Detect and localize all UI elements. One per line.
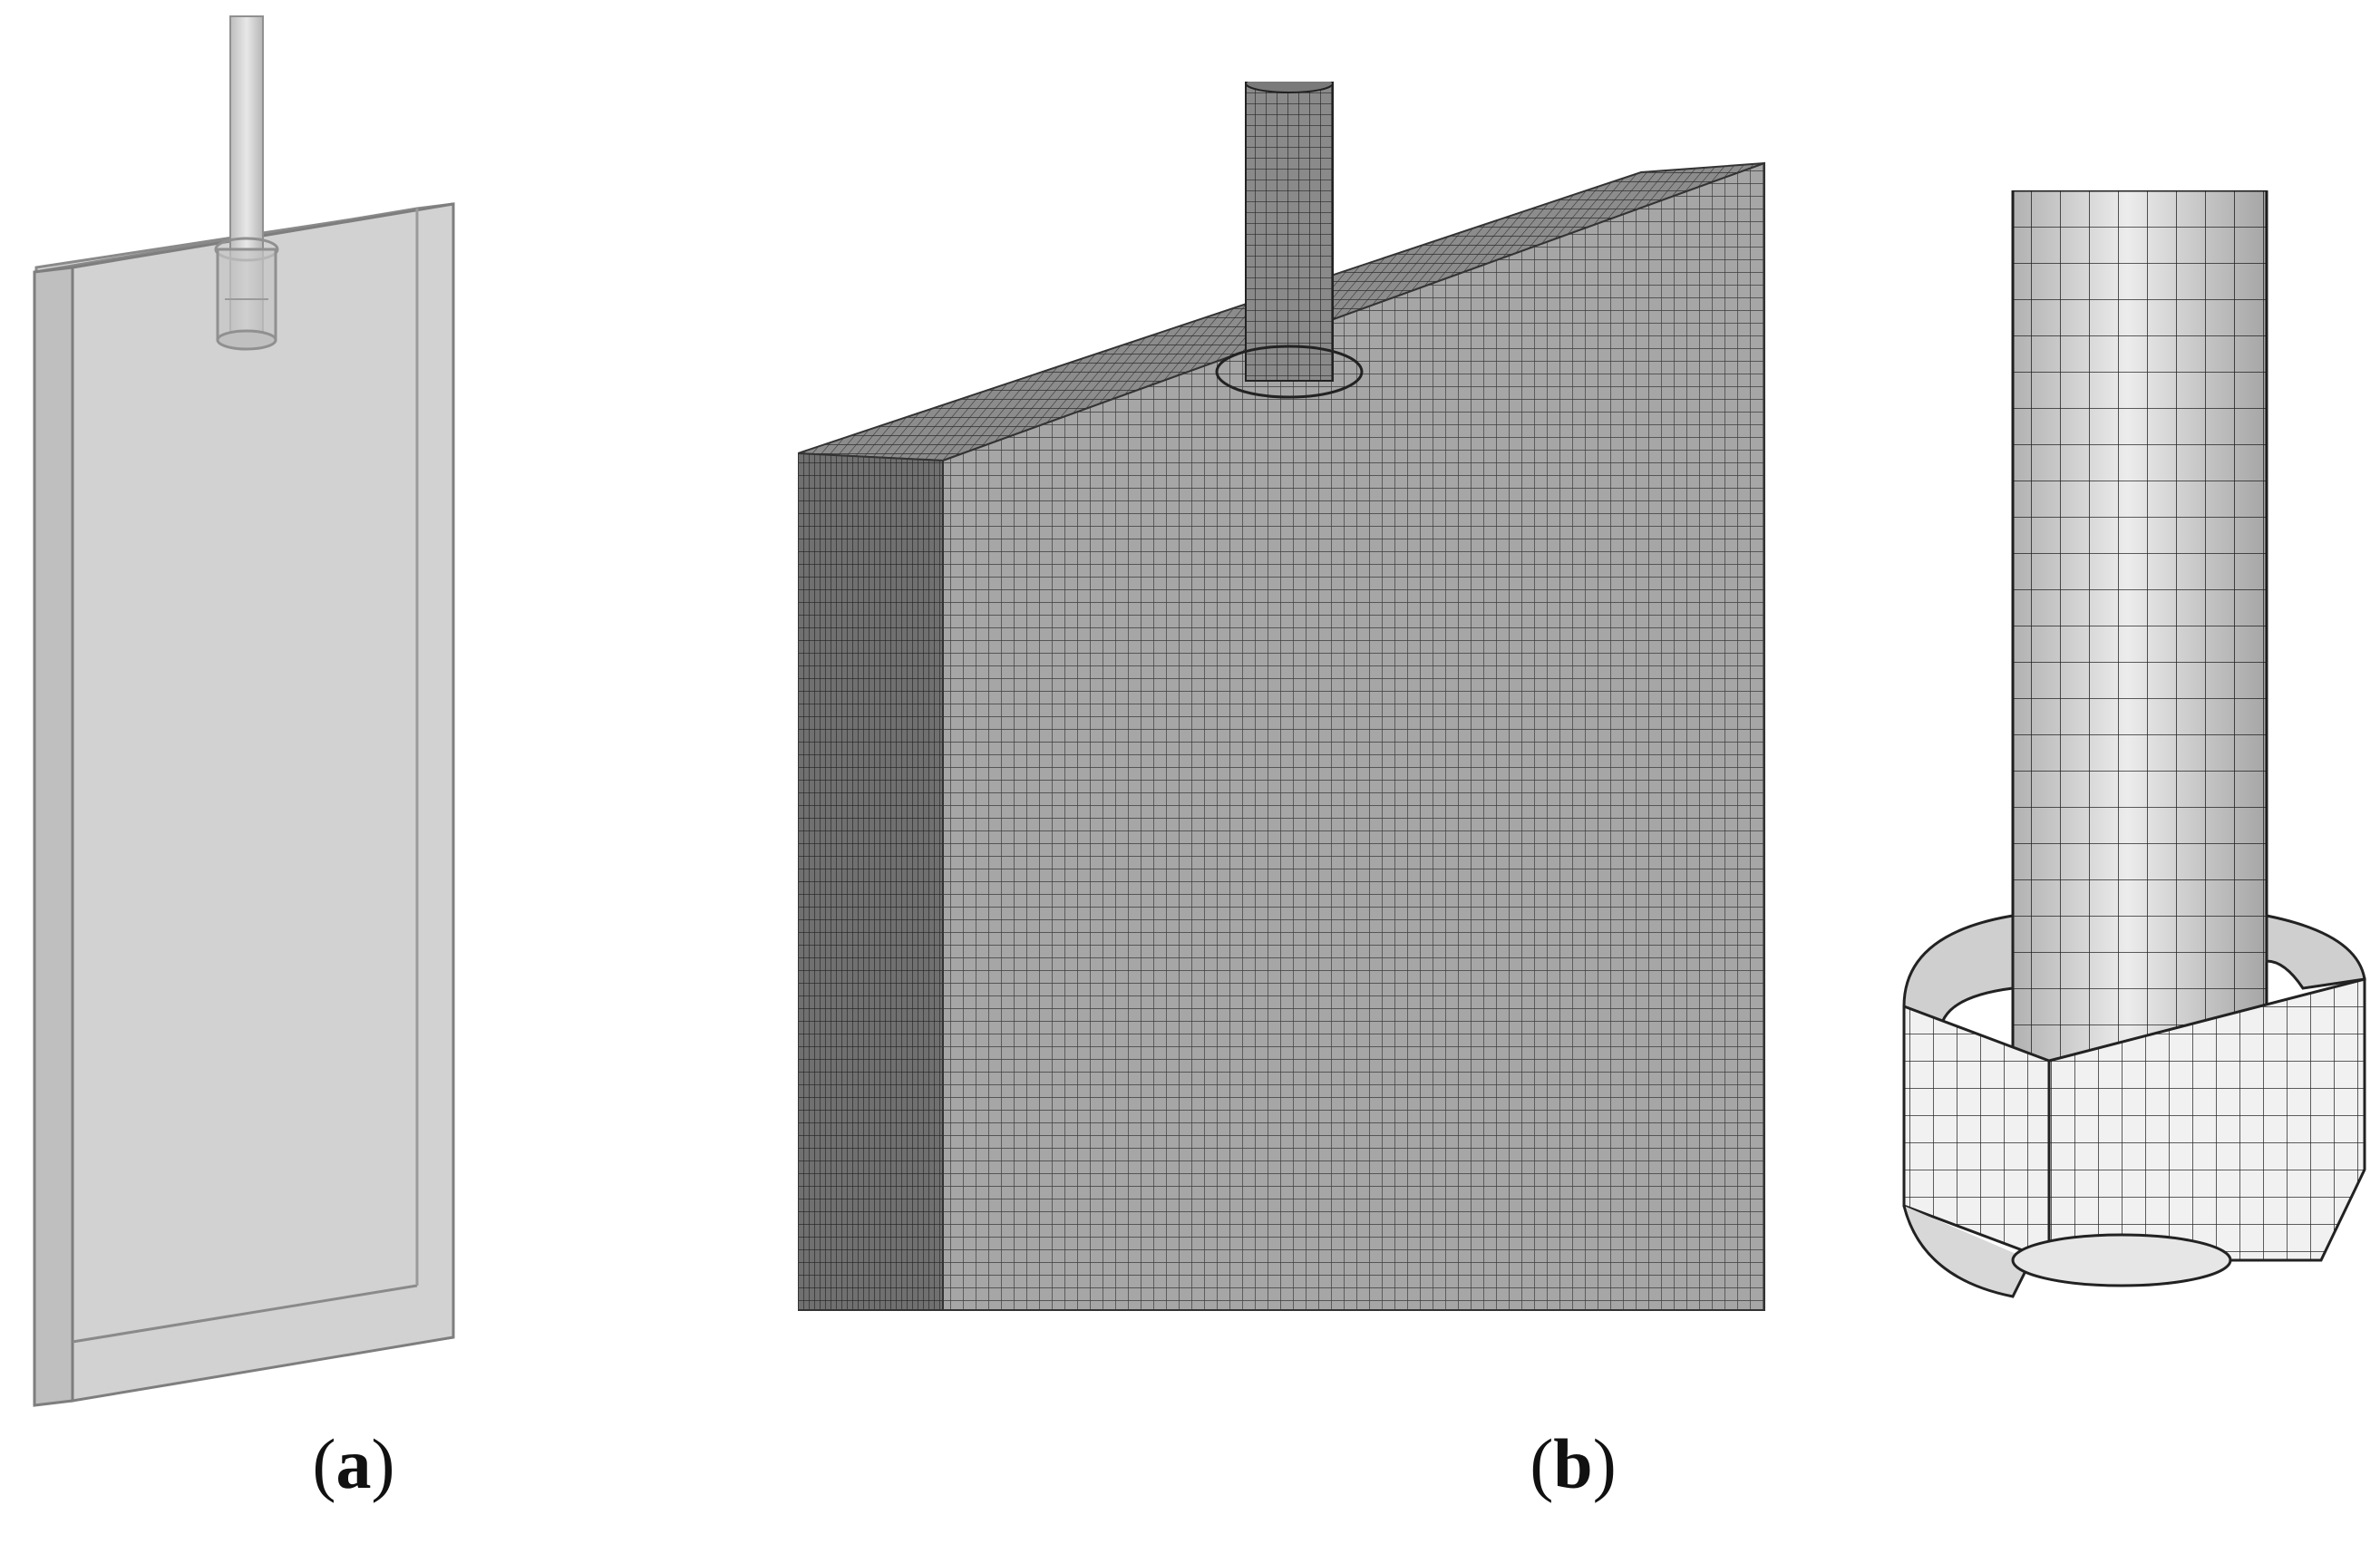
impeller-outline bbox=[216, 248, 277, 342]
mesh-shaft-opening bbox=[1215, 345, 1364, 399]
panel-b-label: (b) bbox=[1530, 1424, 1617, 1503]
meshed-tank-render bbox=[798, 82, 1765, 1311]
panel-a-label: (a) bbox=[312, 1424, 395, 1503]
mesh-shaft bbox=[1245, 82, 1334, 382]
impeller-mesh-detail bbox=[1902, 190, 2366, 1298]
impeller-shroud bbox=[1902, 914, 2015, 1036]
impeller-blade-right bbox=[2047, 977, 2366, 1262]
mesh-front-face bbox=[942, 161, 1765, 1311]
tank-geometry-render bbox=[33, 15, 455, 1407]
mesh-side-face bbox=[798, 452, 944, 1311]
tank-front-face bbox=[71, 202, 455, 1403]
tank-side-face bbox=[33, 266, 74, 1407]
